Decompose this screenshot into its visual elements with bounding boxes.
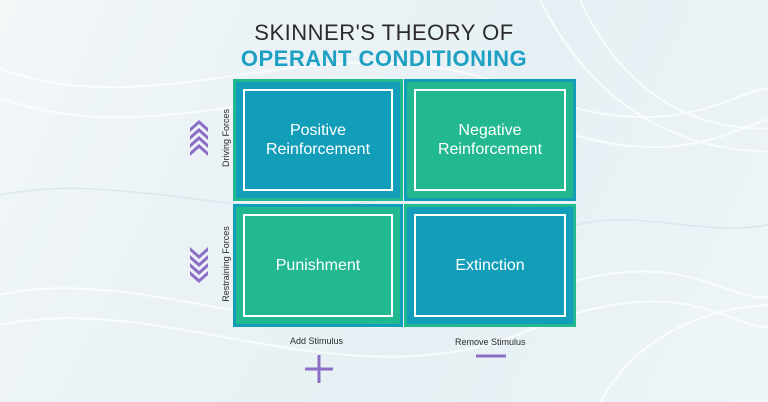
double-chevron-down-icon: [190, 247, 208, 283]
add-stimulus-label: Add Stimulus: [290, 336, 344, 346]
title-line-1: SKINNER'S THEORY OF: [254, 20, 514, 45]
title-block: SKINNER'S THEORY OF OPERANT CONDITIONING: [0, 20, 768, 72]
remove-stimulus-label: Remove Stimulus: [455, 337, 526, 347]
minus-icon: [476, 354, 506, 358]
quadrant-label: Negative Reinforcement: [437, 122, 543, 158]
quadrant-label: Positive Reinforcement: [265, 122, 371, 158]
quadrant-label: Extinction: [455, 257, 525, 274]
restraining-forces-label: Restraining Forces: [221, 226, 231, 302]
quadrant-label: Punishment: [275, 257, 361, 274]
quadrant-extinction: Extinction: [404, 204, 576, 327]
quadrant-punishment: Punishment: [233, 204, 403, 327]
title-line-2: OPERANT CONDITIONING: [240, 46, 528, 71]
driving-forces-label: Driving Forces: [221, 109, 231, 168]
quadrant-negative-reinforcement: Negative Reinforcement: [404, 79, 576, 201]
plus-icon: [305, 355, 333, 383]
double-chevron-up-icon: [190, 120, 208, 156]
quadrant-positive-reinforcement: Positive Reinforcement: [233, 79, 403, 201]
